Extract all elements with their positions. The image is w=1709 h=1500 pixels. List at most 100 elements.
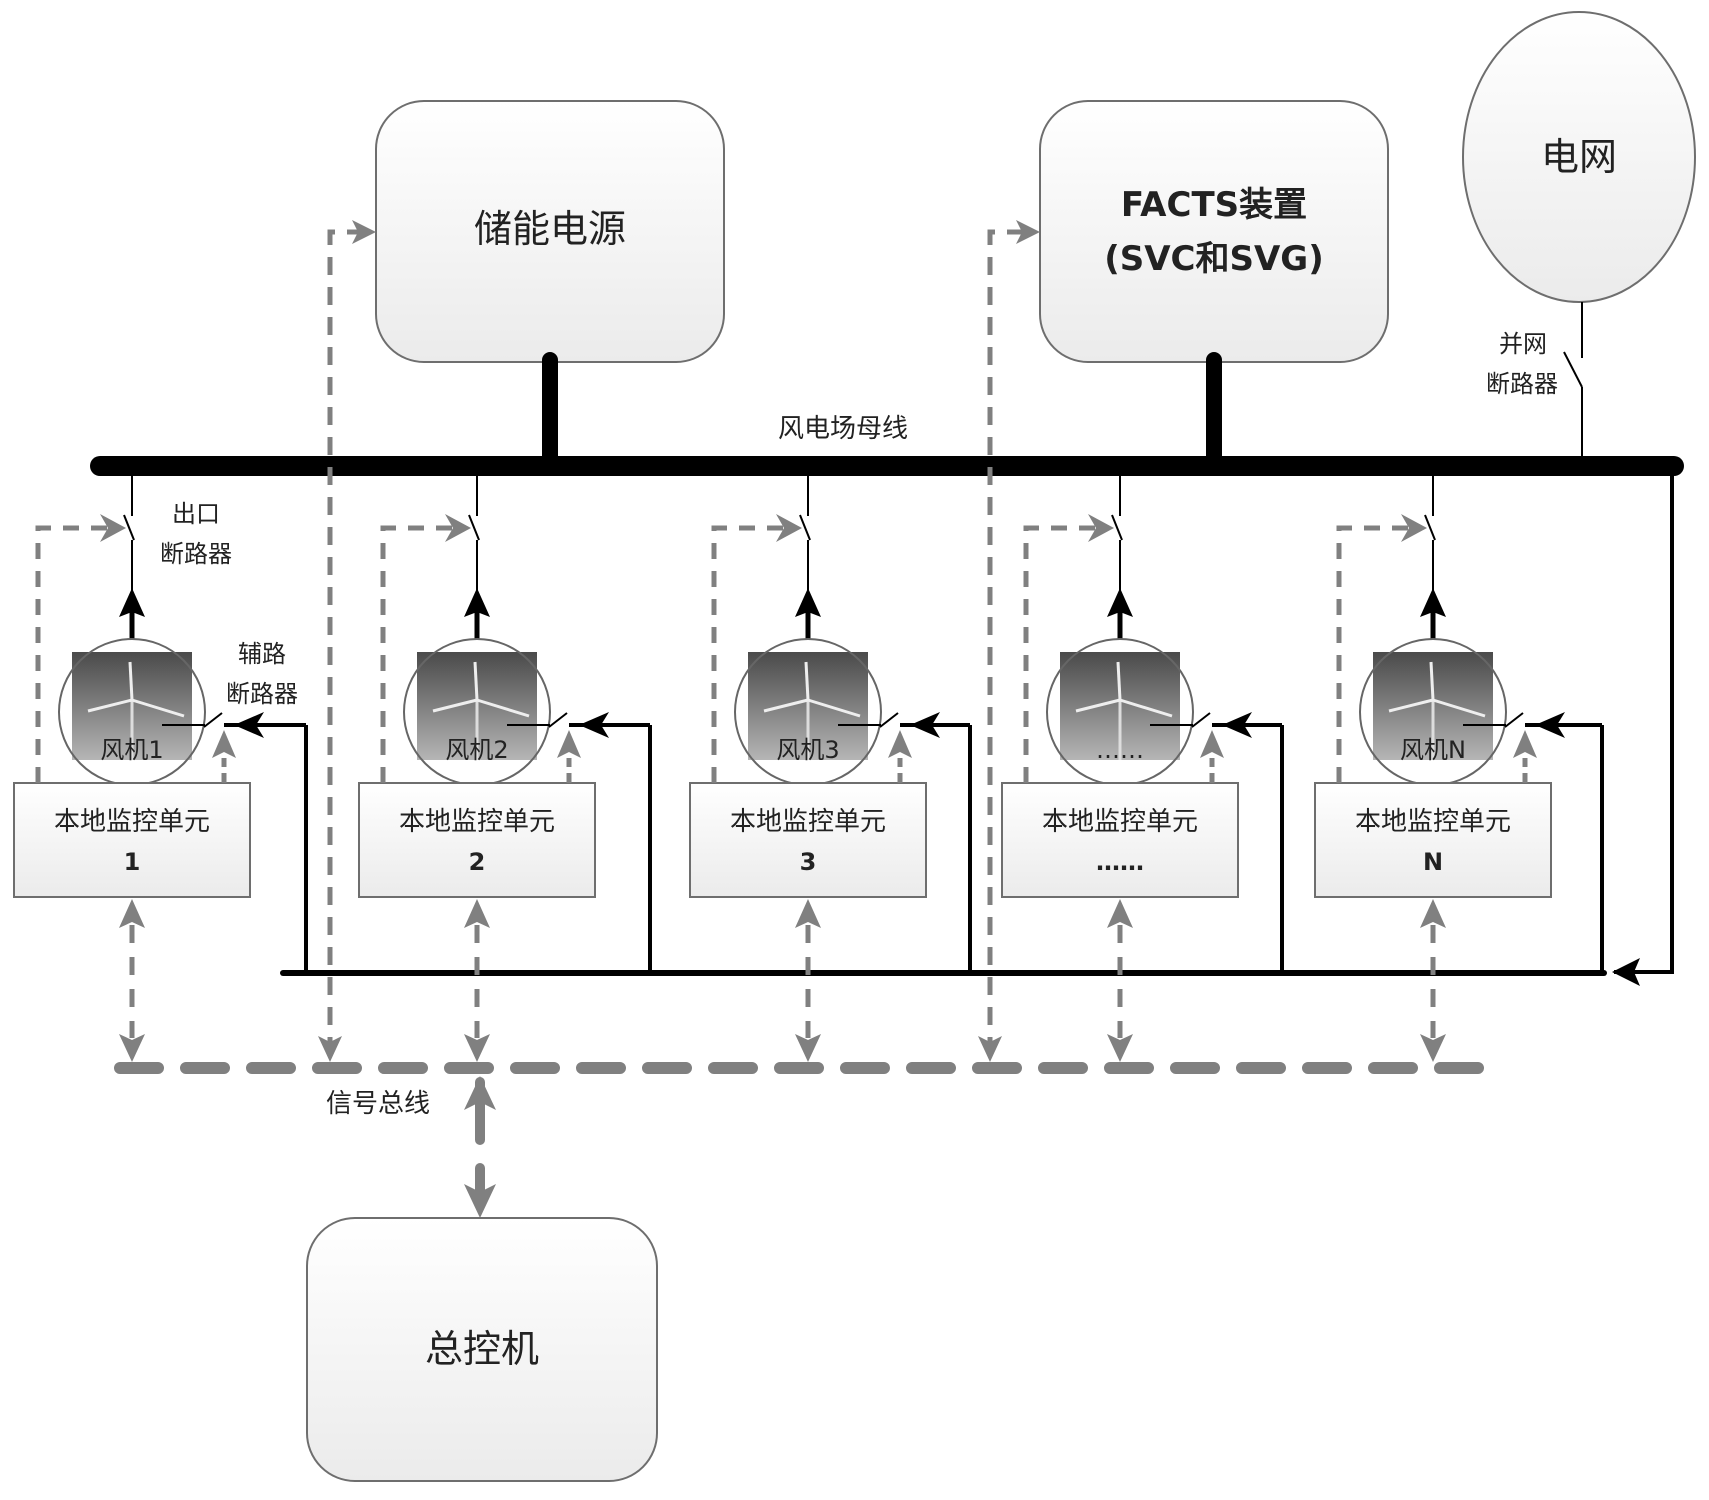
monitor-unit-id: 1 xyxy=(124,848,141,876)
monitor-unit-box xyxy=(13,782,251,898)
control-arrow-icon xyxy=(1200,730,1224,758)
turbine-blade xyxy=(807,698,861,718)
power-arrow-icon xyxy=(119,588,145,617)
aux-feed-arrow-icon xyxy=(910,712,940,738)
outlet-control-signal xyxy=(380,525,453,783)
turbine-blade xyxy=(128,661,134,701)
aux-feed-arrow-icon xyxy=(234,712,264,738)
outlet-breaker xyxy=(799,514,811,541)
aux-breaker xyxy=(1191,712,1211,728)
storage-node: 储能电源 xyxy=(375,100,725,363)
monitor-unit-box xyxy=(1314,782,1552,898)
outlet-breaker xyxy=(1424,514,1436,541)
signal-up-arrow-icon xyxy=(119,899,145,928)
turbine-blade xyxy=(1116,661,1122,701)
turbine-name: 风机3 xyxy=(776,736,839,764)
control-arrow-icon xyxy=(888,730,912,758)
aux-feed-arrow-icon xyxy=(579,712,609,738)
monitor-unit-id: N xyxy=(1423,848,1443,876)
storage-label: 储能电源 xyxy=(474,207,626,251)
farm-bus-label: 风电场母线 xyxy=(778,414,908,444)
power-arrow-icon xyxy=(1107,588,1133,617)
turbine-name: …… xyxy=(1096,736,1144,764)
storage-signal xyxy=(318,220,376,1062)
turbine-blade xyxy=(1075,698,1121,713)
turbine-name: 风机N xyxy=(1400,736,1466,764)
monitor-unit-label: 本地监控单元 xyxy=(54,807,210,837)
monitor-unit-id: 2 xyxy=(469,848,486,876)
facts-label-line1: FACTS装置 xyxy=(1121,185,1307,225)
control-arrow-icon xyxy=(1513,730,1537,758)
monitor-unit-label: 本地监控单元 xyxy=(399,807,555,837)
master-controller: 总控机 xyxy=(306,1076,658,1482)
control-arrow-icon xyxy=(212,730,236,758)
control-arrow-icon xyxy=(100,514,126,542)
outlet-breaker xyxy=(1111,514,1123,541)
turbine-name: 风机2 xyxy=(445,736,508,764)
return-path xyxy=(280,466,1674,986)
aux-breaker xyxy=(879,712,899,728)
grid-breaker: 并网 断路器 xyxy=(1486,302,1583,458)
grid-breaker-label-1: 并网 xyxy=(1499,330,1547,358)
power-arrow-icon xyxy=(1420,588,1446,617)
signal-up-arrow-icon xyxy=(464,899,490,928)
signal-up-arrow-icon xyxy=(1420,899,1446,928)
control-arrow-icon xyxy=(1401,514,1427,542)
signal-down-arrow-icon xyxy=(119,1034,145,1062)
signal-down-arrow-icon xyxy=(464,1034,490,1062)
monitor-unit-id: 3 xyxy=(800,848,817,876)
turbine-blade xyxy=(476,698,530,718)
turbine-blade xyxy=(1388,698,1434,713)
turbine-column: 风机1 本地监控单元 1 xyxy=(13,476,308,1062)
turbine-blade xyxy=(473,661,479,701)
master-label: 总控机 xyxy=(425,1327,539,1371)
turbine-blade xyxy=(87,698,133,713)
outlet-control-signal xyxy=(1336,525,1409,783)
monitor-unit-label: 本地监控单元 xyxy=(730,807,886,837)
grid-label: 电网 xyxy=(1541,135,1617,179)
monitor-unit-box xyxy=(689,782,927,898)
aux-breaker xyxy=(548,712,568,728)
outlet-control-signal xyxy=(1023,525,1096,783)
turbine-column: …… 本地监控单元 …… xyxy=(1001,476,1284,1062)
outlet-breaker xyxy=(468,514,480,541)
turbine-name: 风机1 xyxy=(100,736,163,764)
return-arrow-icon xyxy=(1612,958,1640,986)
aux-breaker-label-2: 断路器 xyxy=(226,680,298,708)
signal-down-arrow-icon xyxy=(1107,1034,1133,1062)
turbine-columns: 风机1本地监控单元1风机2本地监控单元2风机3本地监控单元3……本地监控单元……… xyxy=(13,476,1604,1062)
control-arrow-icon xyxy=(1088,514,1114,542)
aux-feed-arrow-icon xyxy=(1222,712,1252,738)
outlet-breaker xyxy=(123,514,135,541)
power-arrow-icon xyxy=(795,588,821,617)
turbine-column: 风机3 本地监控单元 3 xyxy=(689,476,972,1062)
signal-bus-label: 信号总线 xyxy=(326,1089,430,1119)
outlet-control-signal xyxy=(35,525,108,783)
monitor-unit-label: 本地监控单元 xyxy=(1042,807,1198,837)
outlet-breaker-label-2: 断路器 xyxy=(160,540,232,568)
turbine-blade xyxy=(804,661,810,701)
aux-breaker xyxy=(1504,712,1524,728)
turbine-blade xyxy=(1432,698,1486,718)
turbine-blade xyxy=(432,698,478,713)
outlet-breaker-label-1: 出口 xyxy=(172,500,220,528)
turbine-blade xyxy=(1119,698,1173,718)
turbine-blade xyxy=(1429,661,1435,701)
monitor-unit-box xyxy=(358,782,596,898)
power-arrow-icon xyxy=(464,588,490,617)
signal-up-arrow-icon xyxy=(795,899,821,928)
monitor-unit-id: …… xyxy=(1096,848,1144,876)
aux-breaker-label-1: 辅路 xyxy=(238,640,286,668)
facts-label-line2: (SVC和SVG) xyxy=(1104,239,1324,279)
signal-down-arrow-icon xyxy=(795,1034,821,1062)
grid-breaker-label-2: 断路器 xyxy=(1486,370,1558,398)
signal-down-arrow-icon xyxy=(1420,1034,1446,1062)
facts-node: FACTS装置 (SVC和SVG) xyxy=(1039,100,1389,363)
turbine-column: 风机2 本地监控单元 2 xyxy=(358,476,652,1062)
control-arrow-icon xyxy=(557,730,581,758)
aux-feed-arrow-icon xyxy=(1535,712,1565,738)
grid-node: 电网 xyxy=(1462,11,1696,303)
signal-up-arrow-icon xyxy=(1107,899,1133,928)
